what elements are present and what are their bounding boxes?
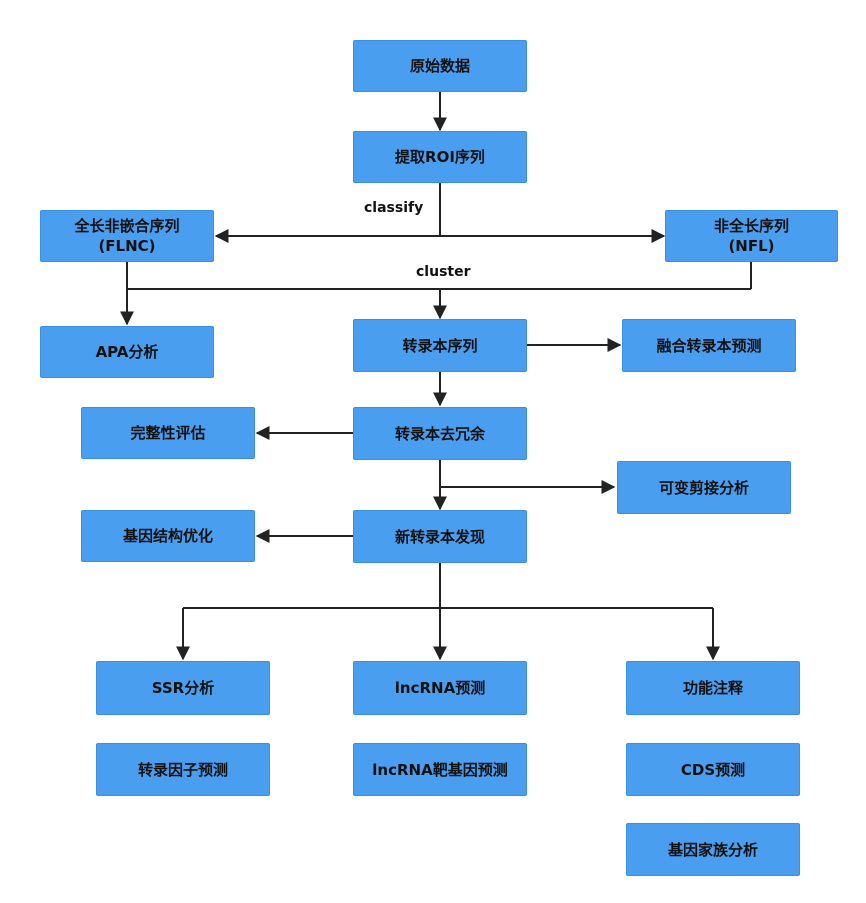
node-lncrna[interactable]: lncRNA预测 [353, 661, 527, 715]
node-function[interactable]: 功能注释 [626, 661, 800, 715]
node-dedup[interactable]: 转录本去冗余 [353, 407, 527, 460]
classify-label: classify [364, 200, 424, 216]
cluster-label: cluster [416, 264, 471, 280]
node-cds[interactable]: CDS预测 [626, 743, 800, 796]
node-fusion[interactable]: 融合转录本预测 [622, 319, 796, 372]
node-raw-data[interactable]: 原始数据 [353, 40, 527, 92]
node-tf[interactable]: 转录因子预测 [96, 743, 270, 796]
node-gene-structure[interactable]: 基因结构优化 [81, 510, 255, 562]
node-flnc[interactable]: 全长非嵌合序列 (FLNC) [40, 210, 214, 262]
node-extract-roi[interactable]: 提取ROI序列 [353, 131, 527, 183]
node-apa[interactable]: APA分析 [40, 326, 214, 378]
node-ssr[interactable]: SSR分析 [96, 661, 270, 715]
node-completeness[interactable]: 完整性评估 [81, 407, 255, 459]
node-novel-transcript[interactable]: 新转录本发现 [353, 510, 527, 563]
node-nfl[interactable]: 非全长序列 (NFL) [665, 210, 838, 262]
node-lncrna-target[interactable]: lncRNA靶基因预测 [353, 743, 527, 796]
node-alt-splicing[interactable]: 可变剪接分析 [617, 461, 791, 514]
node-gene-family[interactable]: 基因家族分析 [626, 823, 800, 876]
node-transcript-seq[interactable]: 转录本序列 [353, 319, 527, 372]
